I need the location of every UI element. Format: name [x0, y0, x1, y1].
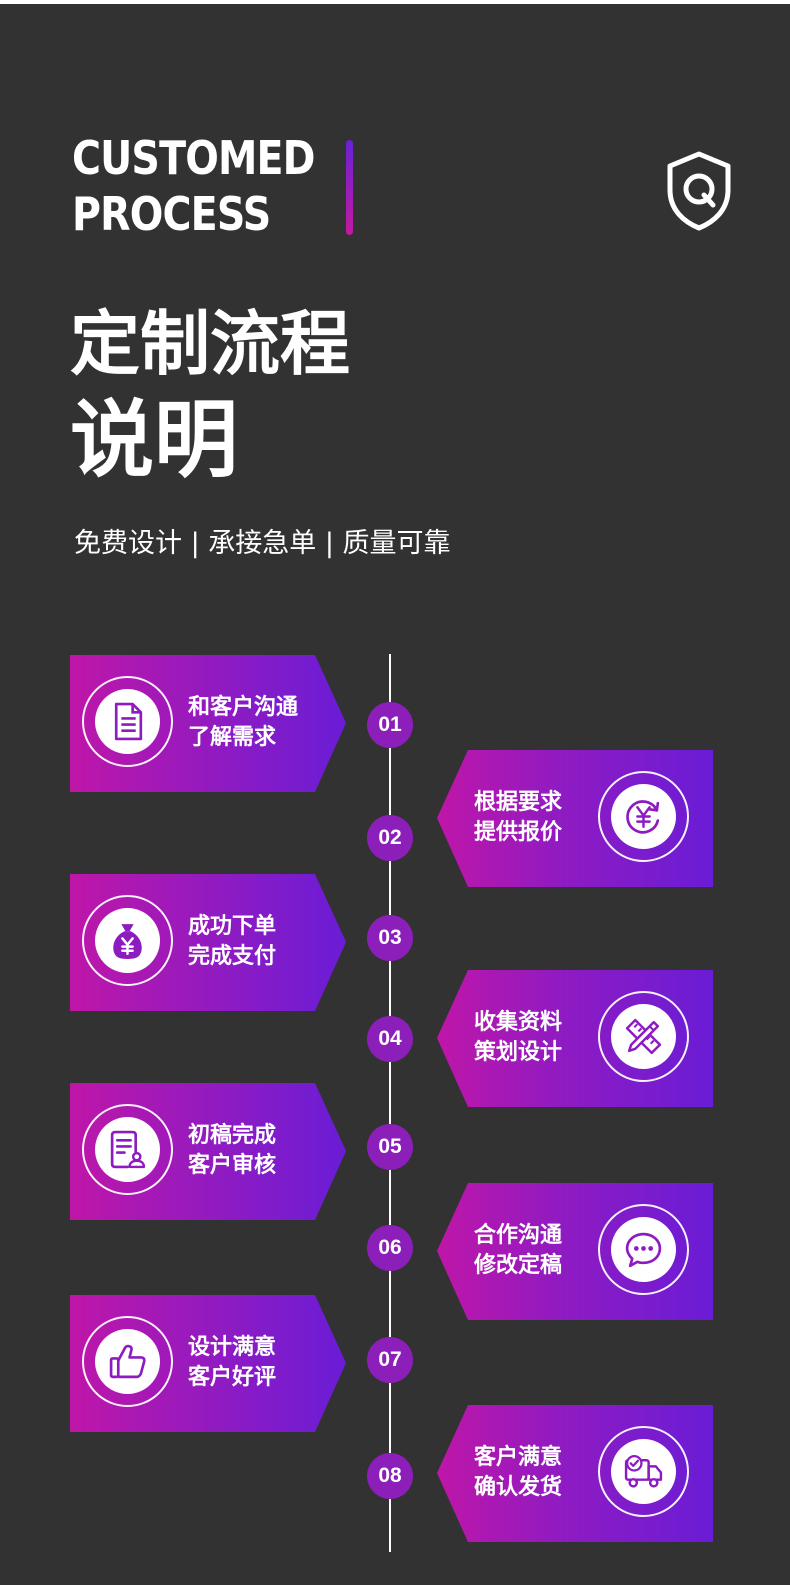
thumbs-up-icon	[109, 1344, 146, 1379]
review-document-icon	[110, 1130, 146, 1169]
step-label: 合作沟通 修改定稿	[474, 1223, 563, 1278]
chinese-title-line1: 定制流程	[70, 303, 350, 385]
step-number-05: 05	[367, 1124, 413, 1170]
chat-bubble-icon	[625, 1232, 662, 1268]
money-bag-icon	[113, 924, 142, 959]
step-number-06: 06	[367, 1225, 413, 1271]
step-icon-ring	[82, 895, 173, 986]
step-icon-ring	[82, 676, 173, 767]
step-label: 成功下单 完成支付	[188, 914, 277, 969]
step-label: 收集资料 策划设计	[474, 1010, 563, 1065]
step-card-06: 合作沟通 修改定稿	[437, 1183, 713, 1320]
pencil-ruler-icon	[625, 1018, 662, 1055]
step-number-04: 04	[367, 1016, 413, 1062]
english-title-line2: PROCESS	[72, 187, 271, 241]
step-number-08: 08	[367, 1453, 413, 1499]
process-panel: CUSTOMED PROCESS 定制流程 说明 免费设计 | 承接急单 | 质…	[0, 4, 790, 1585]
step-label: 设计满意 客户好评	[188, 1335, 277, 1390]
english-title: CUSTOMED PROCESS	[72, 130, 315, 242]
step-card-04: 收集资料 策划设计	[437, 970, 713, 1107]
step-number-03: 03	[367, 915, 413, 961]
step-icon-ring	[598, 1204, 689, 1295]
step-icon-ring	[82, 1104, 173, 1195]
step-icon-ring	[82, 1316, 173, 1407]
yuan-refresh-icon	[626, 800, 660, 834]
step-icon-ring	[598, 991, 689, 1082]
tagline: 免费设计 | 承接急单 | 质量可靠	[74, 528, 451, 559]
shield-q-icon	[667, 151, 731, 231]
step-number-02: 02	[367, 815, 413, 861]
title-divider	[346, 140, 353, 235]
step-card-03: 成功下单 完成支付	[70, 874, 346, 1011]
step-label: 和客户沟通 了解需求	[188, 695, 299, 750]
step-card-02: 根据要求 提供报价	[437, 750, 713, 887]
step-number-07: 07	[367, 1337, 413, 1383]
step-card-08: 客户满意 确认发货	[437, 1405, 713, 1542]
english-title-line1: CUSTOMED	[72, 131, 315, 185]
step-card-05: 初稿完成 客户审核	[70, 1083, 346, 1220]
step-label: 初稿完成 客户审核	[188, 1123, 277, 1178]
step-number-01: 01	[367, 702, 413, 748]
delivery-truck-icon	[624, 1454, 663, 1488]
step-label: 客户满意 确认发货	[474, 1445, 563, 1500]
step-card-01: 和客户沟通 了解需求	[70, 655, 346, 792]
timeline-line	[389, 654, 391, 1552]
step-label: 根据要求 提供报价	[474, 790, 563, 845]
document-icon	[114, 702, 143, 741]
step-icon-ring	[598, 771, 689, 862]
step-icon-ring	[598, 1426, 689, 1517]
step-card-07: 设计满意 客户好评	[70, 1295, 346, 1432]
chinese-title-line2: 说明	[70, 391, 239, 489]
